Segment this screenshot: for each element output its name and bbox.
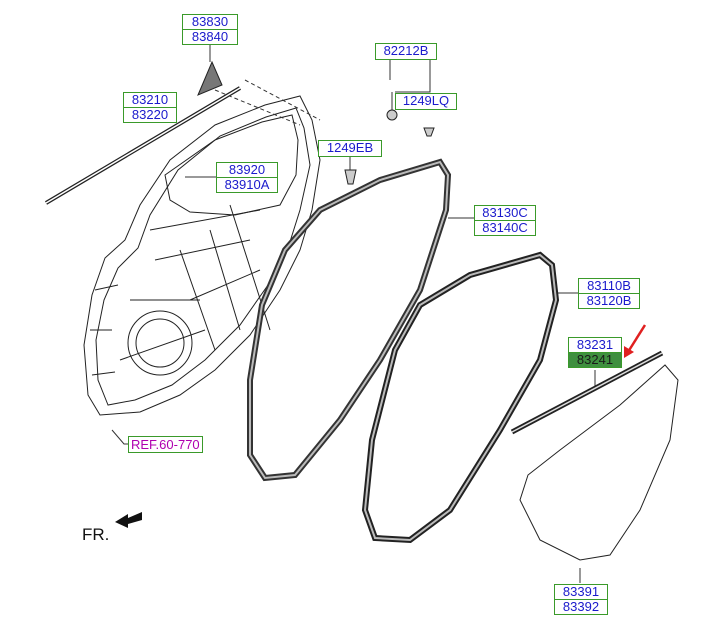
sealing-film [519, 364, 679, 561]
part-number-83840: 83840 [183, 29, 237, 44]
part-number-1249eb: 1249EB [326, 140, 374, 155]
speaker-opening [127, 310, 193, 376]
label-83130c-83140c: 83130C 83140C [474, 205, 536, 236]
reference-link[interactable]: REF.60-770 [128, 436, 203, 453]
part-number-83231: 83231 [576, 337, 614, 352]
front-direction-arrow [115, 512, 142, 528]
screw-part [423, 127, 435, 137]
clip-part [386, 109, 398, 121]
body-side-weatherstrip [361, 251, 560, 544]
front-direction-label: FR. [82, 525, 110, 544]
label-83210-83220: 83210 83220 [123, 92, 177, 123]
part-number-83241: 83241 [569, 352, 621, 367]
door-panel [83, 95, 321, 416]
part-number-83110b: 83110B [587, 278, 631, 293]
part-number-83392: 83392 [555, 599, 607, 614]
label-83110b-83120b: 83110B 83120B [578, 278, 640, 309]
part-number-83391: 83391 [562, 584, 600, 599]
highlight-arrow [626, 324, 647, 353]
part-number-83140c: 83140C [475, 220, 535, 235]
part-number-82212b: 82212B [383, 43, 429, 58]
part-number-83210: 83210 [131, 92, 169, 107]
part-number-83220: 83220 [124, 107, 176, 122]
label-1249lq: 1249LQ [395, 93, 457, 110]
part-number-83830: 83830 [191, 14, 229, 29]
door-weatherstrip-outer [247, 158, 452, 482]
label-1249eb: 1249EB [318, 140, 382, 157]
label-83391-83392: 83391 83392 [554, 584, 608, 615]
part-number-83910a: 83910A [217, 177, 277, 192]
label-83231-83241: 83231 83241 [568, 337, 622, 368]
part-number-83130c: 83130C [482, 205, 528, 220]
part-number-83120b: 83120B [579, 293, 639, 308]
label-83830-83840: 83830 83840 [182, 14, 238, 45]
bolt-part [344, 169, 357, 185]
label-83920-83910a: 83920 83910A [216, 162, 278, 193]
part-number-1249lq: 1249LQ [402, 93, 450, 108]
part-number-83920: 83920 [228, 162, 266, 177]
delta-cover [197, 60, 223, 96]
label-82212b: 82212B [375, 43, 437, 60]
